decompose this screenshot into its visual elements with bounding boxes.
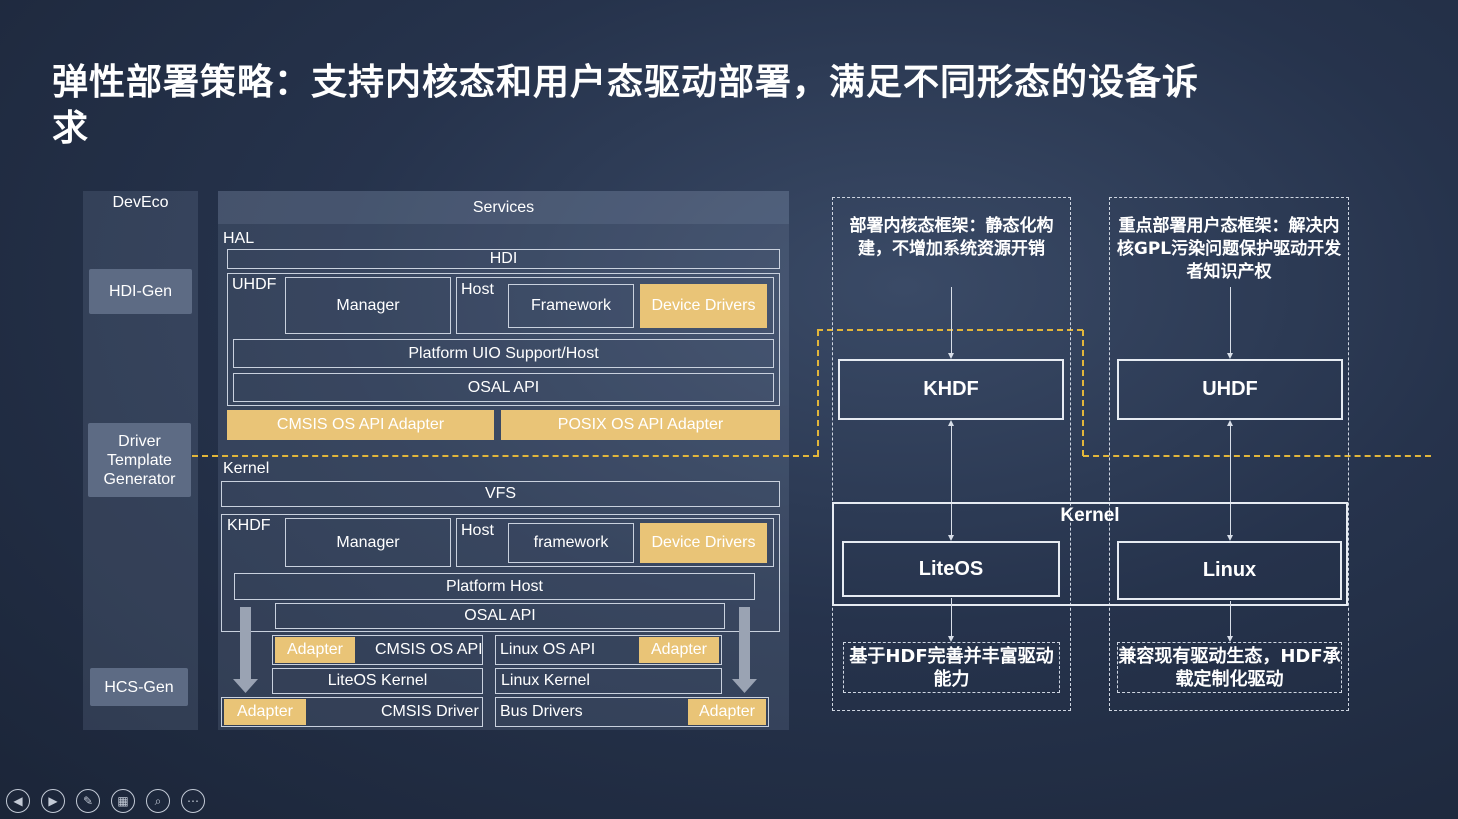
osal-api-user-box: OSAL API xyxy=(233,373,774,402)
uhdf-manager-box: Manager xyxy=(285,277,451,334)
uhdf-linux-connector xyxy=(1230,426,1231,536)
kernel-label: Kernel xyxy=(223,460,270,477)
cmsis-os-api-label: CMSIS OS API xyxy=(375,641,483,658)
khdf-container xyxy=(221,514,780,632)
uhdf-host-label: Host xyxy=(461,281,494,298)
liteos-arrow-up-icon xyxy=(948,420,954,426)
adapter-cmsis-api: Adapter xyxy=(275,637,355,663)
khdf-host-label: Host xyxy=(461,522,494,539)
user-mode-note: 重点部署用户态框架：解决内核GPL污染问题保护驱动开发者知识产权 xyxy=(1116,216,1342,282)
cmsis-os-api-row xyxy=(272,635,483,665)
cmsis-driver-row xyxy=(221,697,483,727)
kernel-deploy-band xyxy=(832,502,1348,606)
hal-label: HAL xyxy=(223,230,255,247)
uhdf-connector-top xyxy=(1230,287,1231,353)
khdf-deploy-box: KHDF xyxy=(838,359,1064,420)
adapter-bus-drivers: Adapter xyxy=(688,699,766,725)
linux-arrow-down-icon xyxy=(1227,535,1233,541)
khdf-host-container xyxy=(456,518,774,567)
khdf-manager-box: Manager xyxy=(285,518,451,567)
hcs-gen-button[interactable]: HCS-Gen xyxy=(90,668,188,706)
kernel-mode-note: 部署内核态框架：静态化构建，不增加系统资源开销 xyxy=(849,216,1054,259)
linux-kernel-box: Linux Kernel xyxy=(495,668,722,694)
vfs-box: VFS xyxy=(221,481,780,507)
slides-icon[interactable]: ▦ xyxy=(111,789,135,813)
kernel-mode-deploy-panel xyxy=(832,197,1071,711)
pen-icon[interactable]: ✎ xyxy=(76,789,100,813)
posix-os-api-adapter-box: POSIX OS API Adapter xyxy=(501,410,780,440)
linux-arrow-up-icon xyxy=(1227,420,1233,426)
linux-os-api-row xyxy=(495,635,722,665)
zoom-icon[interactable]: ⌕ xyxy=(146,789,170,813)
uhdf-device-drivers-box: Device Drivers xyxy=(640,284,767,328)
services-label: Services xyxy=(472,198,535,216)
boundary-connector-right xyxy=(1082,330,1084,456)
hdi-box: HDI xyxy=(227,249,780,269)
uhdf-arrow-down-icon xyxy=(1227,353,1233,359)
liteos-kernel-box: LiteOS Kernel xyxy=(272,668,483,694)
prev-icon[interactable]: ◀ xyxy=(6,789,30,813)
khdf-framework-box: framework xyxy=(508,523,634,563)
platform-host-box: Platform Host xyxy=(234,573,755,600)
linux-os-api-label: Linux OS API xyxy=(500,641,596,658)
next-icon[interactable]: ▶ xyxy=(41,789,65,813)
linux-box: Linux xyxy=(1117,541,1342,600)
kernel-deploy-label: Kernel xyxy=(1060,505,1120,526)
khdf-liteos-connector xyxy=(951,426,952,536)
khdf-device-drivers-box: Device Drivers xyxy=(640,523,767,563)
more-icon[interactable]: ⋯ xyxy=(181,789,205,813)
uhdf-host-container xyxy=(456,277,774,334)
liteos-bottom-connector xyxy=(951,598,952,636)
deveco-header: DevEco xyxy=(112,194,169,211)
khdf-connector-top xyxy=(951,287,952,353)
bus-drivers-row xyxy=(495,697,769,727)
linux-bottom-arrow-icon xyxy=(1227,636,1233,642)
right-down-arrow-icon xyxy=(732,607,757,693)
adapter-cmsis-driver: Adapter xyxy=(224,699,306,725)
boundary-connector-top xyxy=(817,329,1083,331)
right-bottom-note-box xyxy=(1117,642,1342,693)
uhdf-framework-box: Framework xyxy=(508,284,634,328)
user-kernel-boundary-line-right xyxy=(1083,455,1431,457)
left-bottom-note: 基于HDF完善并丰富驱动能力 xyxy=(849,646,1054,690)
hdi-gen-button[interactable]: HDI-Gen xyxy=(89,269,192,314)
cmsis-os-api-adapter-box: CMSIS OS API Adapter xyxy=(227,410,494,440)
uhdf-deploy-box: UHDF xyxy=(1117,359,1343,420)
khdf-label: KHDF xyxy=(227,517,271,534)
left-down-arrow-icon xyxy=(233,607,258,693)
khdf-arrow-down-icon xyxy=(948,353,954,359)
boundary-connector-left xyxy=(817,330,819,456)
osal-api-kernel-box: OSAL API xyxy=(275,603,725,629)
user-mode-deploy-panel xyxy=(1109,197,1349,711)
liteos-bottom-arrow-icon xyxy=(948,636,954,642)
uhdf-container xyxy=(227,273,780,406)
cmsis-driver-label: CMSIS Driver xyxy=(381,703,479,720)
liteos-arrow-down-icon xyxy=(948,535,954,541)
adapter-linux-api: Adapter xyxy=(639,637,719,663)
page-title: 弹性部署策略：支持内核态和用户态驱动部署，满足不同形态的设备诉求 xyxy=(52,62,1200,149)
linux-bottom-connector xyxy=(1230,601,1231,636)
bus-drivers-label: Bus Drivers xyxy=(500,703,583,720)
right-bottom-note: 兼容现有驱动生态，HDF承载定制化驱动 xyxy=(1118,646,1341,690)
platform-uio-box: Platform UIO Support/Host xyxy=(233,339,774,368)
left-bottom-note-box xyxy=(843,642,1060,693)
driver-template-generator-button[interactable]: Driver Template Generator xyxy=(88,423,191,497)
user-kernel-boundary-line xyxy=(192,455,819,457)
presentation-nav-bar: ◀ ▶ ✎ ▦ ⌕ ⋯ xyxy=(6,789,216,813)
liteos-box: LiteOS xyxy=(842,541,1060,597)
uhdf-label: UHDF xyxy=(232,276,277,293)
services-bar: Services xyxy=(218,191,789,224)
